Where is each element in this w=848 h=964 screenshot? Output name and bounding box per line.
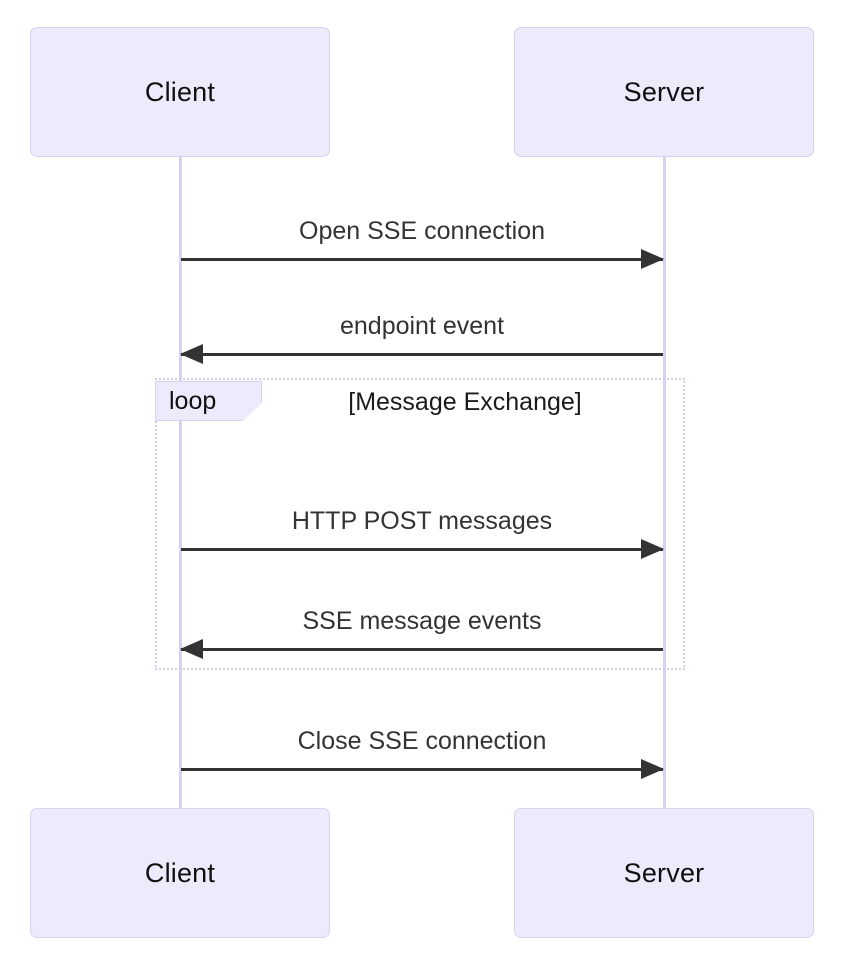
- participant-box-client-top[interactable]: Client: [30, 27, 330, 157]
- message-line: [181, 768, 663, 771]
- message-label-open-sse-connection: Open SSE connection: [299, 217, 545, 245]
- participant-label-client-bottom: Client: [144, 857, 216, 888]
- participant-box-server-bottom[interactable]: Server: [514, 808, 814, 938]
- loop-fragment-box: [155, 378, 685, 670]
- lifeline-client: [179, 157, 182, 808]
- participant-label-server-top: Server: [623, 76, 705, 107]
- message-line: [181, 353, 663, 356]
- participant-box-client-bottom[interactable]: Client: [30, 808, 330, 938]
- loop-fragment-tag-label: loop: [169, 386, 217, 415]
- message-line: [181, 548, 663, 551]
- arrow-right-icon: [641, 249, 664, 269]
- participant-label-client-top: Client: [144, 76, 216, 107]
- message-label-endpoint-event: endpoint event: [339, 312, 505, 340]
- loop-fragment-tag: loop: [155, 381, 262, 421]
- lifeline-server: [663, 157, 666, 808]
- participant-label-server-bottom: Server: [623, 857, 705, 888]
- loop-fragment-condition: [Message Exchange]: [348, 388, 582, 416]
- arrow-left-icon: [180, 639, 203, 659]
- message-label-http-post-messages: HTTP POST messages: [291, 507, 553, 535]
- arrow-right-icon: [641, 759, 664, 779]
- message-label-close-sse-connection: Close SSE connection: [297, 727, 547, 755]
- message-line: [181, 258, 663, 261]
- message-line: [181, 648, 663, 651]
- arrow-right-icon: [641, 539, 664, 559]
- message-label-sse-message-events: SSE message events: [302, 607, 542, 635]
- arrow-left-icon: [180, 344, 203, 364]
- participant-box-server-top[interactable]: Server: [514, 27, 814, 157]
